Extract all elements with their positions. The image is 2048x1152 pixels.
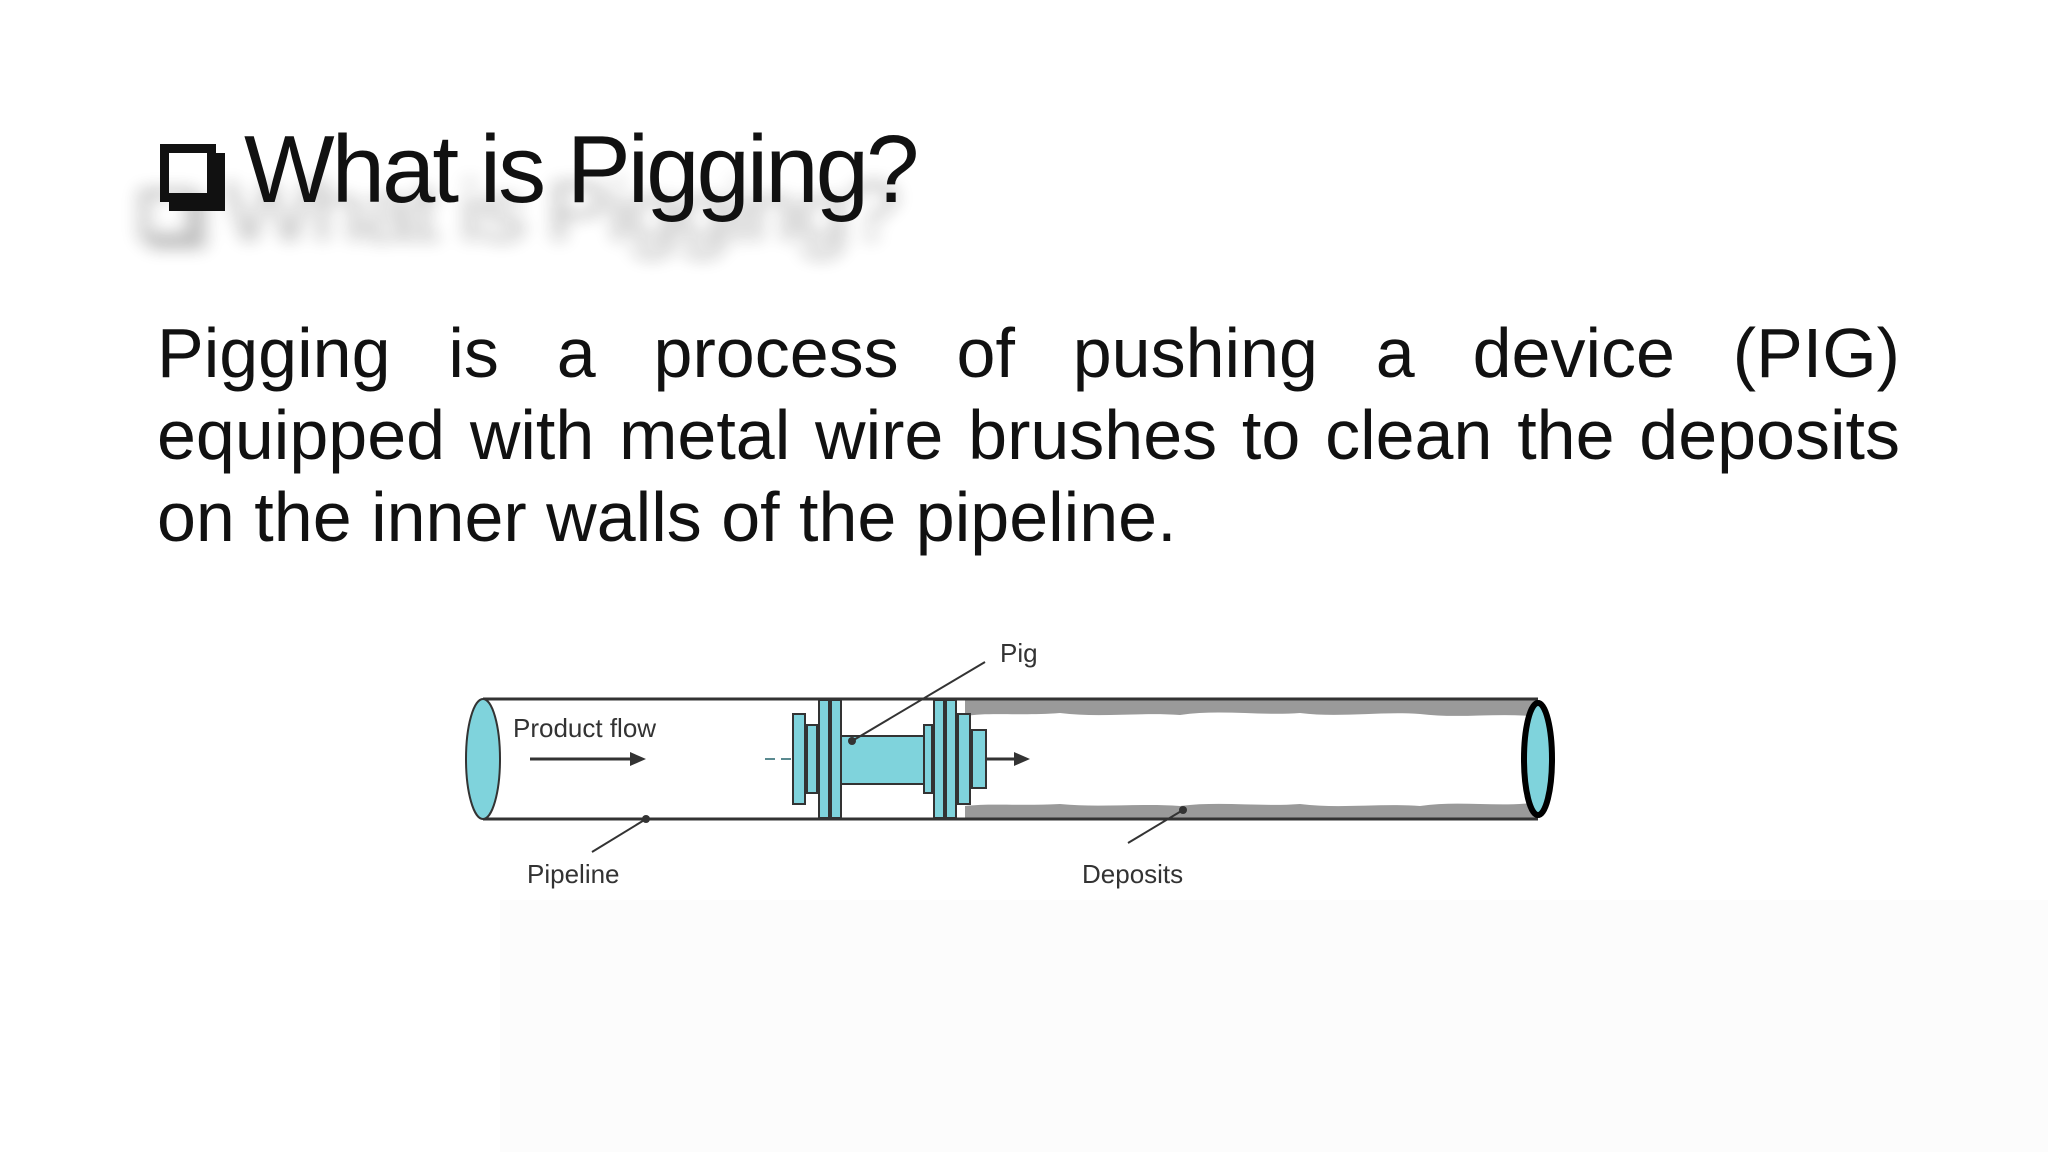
- pipeline-right-end: [1521, 700, 1555, 818]
- deposits-callout-dot: [1179, 806, 1187, 814]
- deposits-label: Deposits: [1082, 859, 1183, 889]
- slide-title: What is Pigging?: [160, 110, 919, 230]
- pipeline-callout-line: [591, 818, 647, 853]
- deposits-bottom: [965, 802, 1540, 818]
- title-shadow: What is Pigging?: [140, 158, 899, 266]
- body-paragraph: Pigging is a process of pushing a device…: [157, 314, 1900, 556]
- title-shadow-text: What is Pigging?: [224, 163, 899, 260]
- deposits-top: [965, 700, 1540, 717]
- pig-label: Pig: [1000, 638, 1038, 668]
- pipeline-label: Pipeline: [527, 859, 620, 889]
- background-panel: [500, 900, 2048, 1152]
- pig-direction-arrowhead: [1014, 752, 1030, 766]
- pipeline-callout-dot: [642, 815, 650, 823]
- title-text: What is Pigging?: [244, 116, 919, 223]
- checkbox-bullet-icon: [160, 144, 216, 202]
- pig-device: [792, 699, 987, 819]
- deposits-callout-line: [1127, 809, 1184, 844]
- product-flow-label: Product flow: [513, 713, 656, 743]
- pig-callout-line: [851, 661, 986, 742]
- pipeline-left-end: [465, 698, 501, 820]
- product-flow-arrowhead: [630, 752, 646, 766]
- pig-callout-dot: [848, 737, 856, 745]
